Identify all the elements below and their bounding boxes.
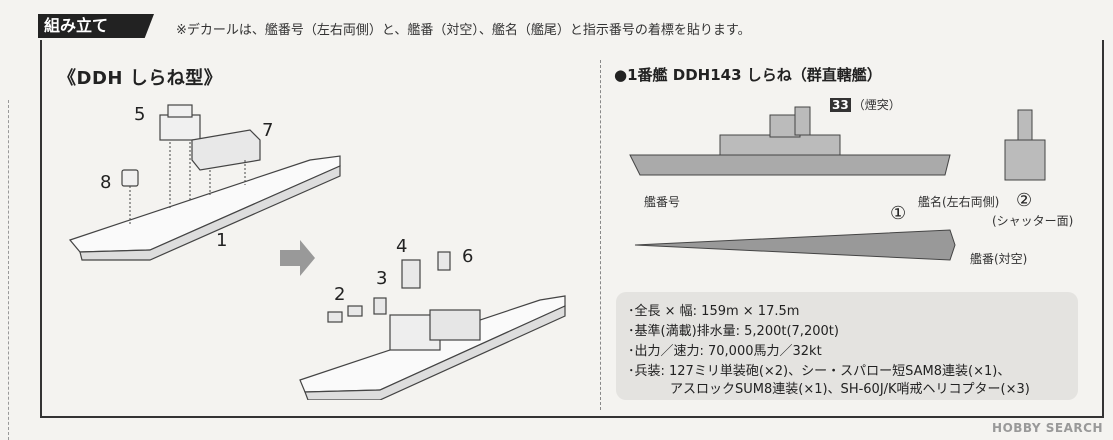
- part-number: 2: [334, 284, 346, 305]
- ship-title: ●1番艦 DDH143 しらね（群直轄艦）: [614, 66, 882, 84]
- ship-views: [629, 106, 1046, 261]
- spec-armament-cont: アスロックSUM8連装(×1)、SH-60J/K哨戒ヘリコプター(×3): [670, 382, 1030, 397]
- hull-number-label: 艦番号: [644, 195, 681, 209]
- decal-number-badge: 33: [830, 98, 851, 112]
- part-number: 8: [100, 172, 112, 193]
- ship-top-view: [634, 229, 956, 261]
- marker-2: ②: [1016, 190, 1033, 211]
- part-4: [401, 259, 421, 289]
- part-number: 3: [376, 268, 388, 289]
- part-number: 7: [262, 120, 274, 141]
- spec-power: ･出力／速力: 70,000馬力／32kt: [628, 344, 822, 359]
- shutter-label: (シャッター面): [992, 214, 1074, 228]
- assembly-frame: [40, 40, 1104, 418]
- part-5: [159, 104, 201, 141]
- ship-side-view: [629, 106, 951, 176]
- part-number: 6: [462, 246, 474, 267]
- part-6: [437, 251, 451, 271]
- assembly-diagram: [68, 104, 566, 400]
- part-2: [327, 305, 363, 323]
- arrow-icon: [280, 240, 315, 276]
- spec-length: ･全長 × 幅: 159m × 17.5m: [628, 304, 800, 319]
- part-number: 4: [396, 236, 408, 257]
- ship-name-label: 艦名(左右両側): [918, 195, 1000, 209]
- section-tab: 組み立て: [38, 14, 154, 38]
- part-8: [121, 169, 139, 187]
- funnel-callout: 33（煙突）: [830, 98, 901, 112]
- spec-armament: ･兵装: 127ミリ単装砲(×2)、シー・スパロー短SAM8連装(×1)、: [628, 364, 1011, 379]
- spec-displacement: ･基準(満載)排水量: 5,200t(7,200t): [628, 324, 839, 339]
- watermark: HOBBY SEARCH: [992, 421, 1103, 435]
- deck-number-label: 艦番(対空): [970, 252, 1028, 266]
- part-number: 5: [134, 104, 146, 125]
- part-3: [373, 297, 387, 315]
- ship-front-view: [1004, 109, 1046, 181]
- hull-part-1-assembled: [299, 295, 566, 400]
- specs-box: ･全長 × 幅: 159m × 17.5m ･基準(満載)排水量: 5,200t…: [616, 292, 1078, 400]
- page-margin-guide: [8, 100, 11, 440]
- part-7: [191, 129, 261, 171]
- marker-1: ①: [890, 203, 907, 224]
- section-divider: [600, 60, 601, 410]
- class-title: 《DDH しらね型》: [58, 68, 223, 89]
- decal-note: ※デカールは、艦番号（左右両側）と、艦番（対空）、艦名（艦尾）と指示番号の着標を…: [176, 23, 751, 38]
- section-tab-label: 組み立て: [44, 16, 109, 35]
- hull-part-1: [68, 155, 341, 261]
- part-number: 1: [216, 230, 228, 251]
